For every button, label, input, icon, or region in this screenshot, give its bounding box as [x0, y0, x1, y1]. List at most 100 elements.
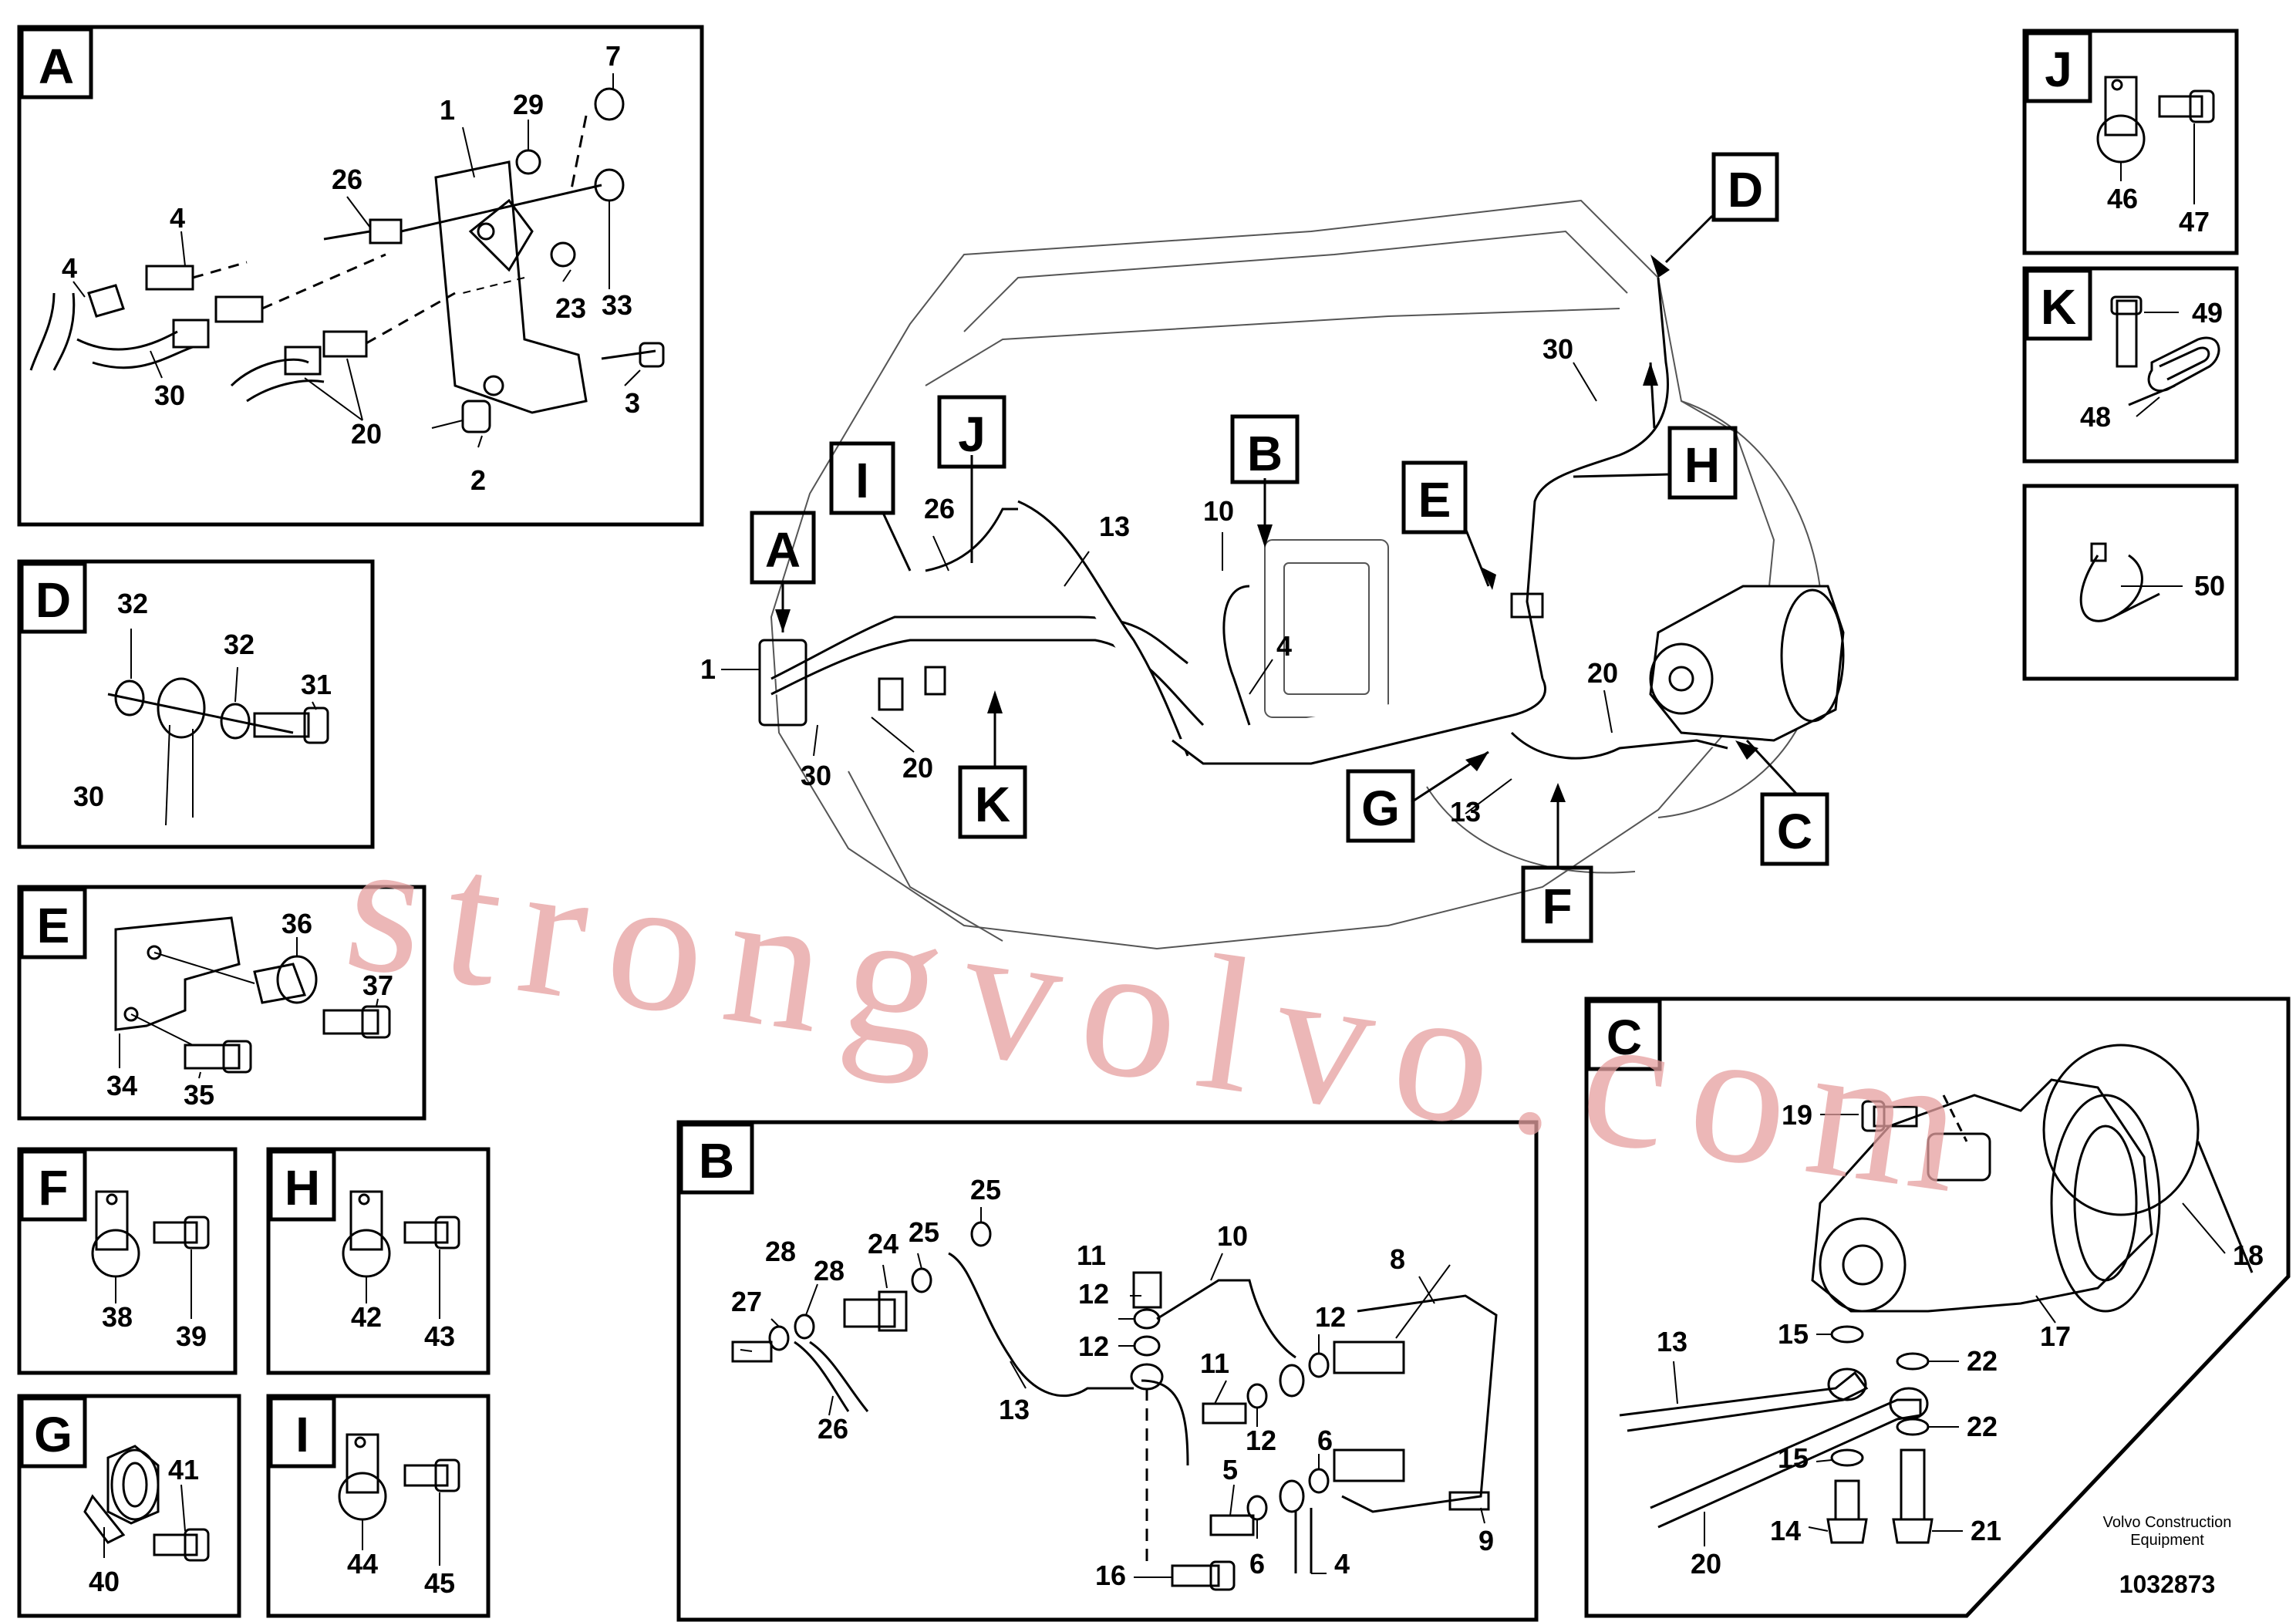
svg-text:13: 13 [1657, 1326, 1687, 1357]
svg-text:1: 1 [700, 653, 716, 685]
svg-text:48: 48 [2080, 401, 2111, 433]
view-marker-K: K [958, 765, 1027, 839]
svg-text:18: 18 [2233, 1239, 2264, 1271]
svg-text:B: B [1247, 426, 1283, 481]
svg-text:3: 3 [625, 387, 640, 419]
view-marker-E: E [1401, 460, 1468, 534]
svg-text:H: H [1684, 437, 1720, 493]
svg-text:43: 43 [424, 1320, 455, 1352]
svg-text:4: 4 [1334, 1548, 1350, 1580]
svg-text:49: 49 [2192, 297, 2223, 329]
svg-text:32: 32 [224, 629, 255, 660]
svg-text:19: 19 [1782, 1099, 1812, 1131]
footer-block: Volvo Construction Equipment 1032873 [2103, 1514, 2232, 1598]
svg-text:20: 20 [1587, 657, 1618, 689]
svg-text:20: 20 [351, 418, 382, 450]
svg-text:15: 15 [1778, 1318, 1809, 1350]
svg-text:K: K [2041, 279, 2076, 335]
svg-text:H: H [285, 1160, 320, 1216]
svg-text:12: 12 [1078, 1278, 1109, 1310]
svg-text:35: 35 [184, 1079, 214, 1111]
svg-text:11: 11 [1077, 1239, 1106, 1271]
svg-text:9: 9 [1478, 1525, 1494, 1556]
view-marker-D: D [1711, 152, 1779, 222]
svg-text:10: 10 [1203, 495, 1234, 527]
watermark: strongvolvo.com [335, 795, 1997, 1236]
engine-outline [770, 199, 1824, 950]
svg-text:37: 37 [362, 969, 393, 1001]
svg-text:13: 13 [1450, 796, 1481, 828]
svg-text:23: 23 [555, 292, 586, 324]
svg-text:44: 44 [347, 1548, 378, 1580]
view-marker-C: C [1760, 792, 1829, 866]
svg-text:31: 31 [301, 669, 332, 700]
svg-text:47: 47 [2179, 206, 2210, 238]
svg-text:30: 30 [801, 760, 831, 791]
svg-text:25: 25 [970, 1174, 1001, 1206]
svg-text:24: 24 [868, 1228, 899, 1259]
svg-text:32: 32 [117, 588, 148, 619]
svg-text:34: 34 [106, 1070, 137, 1101]
detail-view-F: F 38 39 [17, 1147, 238, 1375]
svg-text:B: B [699, 1133, 734, 1189]
svg-text:46: 46 [2107, 183, 2138, 214]
svg-text:12: 12 [1246, 1425, 1276, 1456]
svg-text:13: 13 [999, 1394, 1030, 1425]
main-view-callouts: 26 13 10 30 1 4 30 20 20 13 [700, 333, 1618, 828]
svg-text:8: 8 [1390, 1243, 1405, 1275]
view-marker-J: J [937, 395, 1006, 469]
detail-view-G: G 41 40 [17, 1394, 241, 1618]
svg-text:30: 30 [73, 781, 104, 812]
svg-text:42: 42 [351, 1301, 382, 1333]
svg-text:7: 7 [605, 40, 621, 72]
hose-routing [758, 277, 1728, 765]
svg-text:17: 17 [2040, 1320, 2071, 1352]
svg-text:25: 25 [909, 1216, 939, 1248]
svg-text:E: E [1418, 472, 1451, 528]
view-marker-G: G [1346, 769, 1415, 843]
svg-text:22: 22 [1967, 1345, 1998, 1377]
svg-text:13: 13 [1099, 511, 1130, 542]
svg-text:D: D [1728, 162, 1763, 218]
company-line-2: Equipment [2130, 1532, 2204, 1549]
svg-text:4: 4 [62, 252, 77, 284]
svg-text:6: 6 [1249, 1548, 1265, 1580]
svg-text:5: 5 [1222, 1454, 1238, 1485]
svg-text:4: 4 [1276, 630, 1292, 662]
svg-text:20: 20 [902, 752, 933, 784]
main-view-leaders [721, 214, 1799, 868]
svg-text:C: C [1777, 804, 1812, 859]
detail-view-E: E 36 37 34 35 [17, 885, 426, 1121]
svg-text:30: 30 [1542, 333, 1573, 365]
svg-text:15: 15 [1778, 1442, 1809, 1474]
svg-text:45: 45 [424, 1567, 455, 1599]
svg-text:11: 11 [1200, 1347, 1229, 1379]
svg-text:F: F [1542, 878, 1572, 934]
svg-text:28: 28 [814, 1255, 845, 1286]
detail-view-K: K 49 48 [2022, 266, 2239, 464]
svg-text:I: I [855, 453, 869, 508]
svg-text:I: I [295, 1407, 309, 1462]
svg-text:12: 12 [1315, 1301, 1346, 1333]
svg-text:G: G [1361, 781, 1400, 836]
svg-text:39: 39 [176, 1320, 207, 1352]
drawing-number: 1032873 [2119, 1570, 2216, 1598]
svg-text:4: 4 [170, 202, 185, 234]
svg-text:26: 26 [332, 164, 362, 195]
svg-text:J: J [2045, 42, 2072, 97]
detail-view-I: I 44 45 [266, 1394, 491, 1618]
main-view-markers: A I J B E D H K G C F [750, 152, 1829, 943]
detail-view-A: A [17, 25, 704, 527]
svg-text:C: C [1607, 1010, 1642, 1065]
svg-text:1: 1 [440, 94, 455, 126]
svg-text:40: 40 [89, 1566, 120, 1597]
svg-text:30: 30 [154, 379, 185, 411]
svg-text:D: D [35, 572, 71, 628]
svg-text:G: G [34, 1407, 72, 1462]
svg-text:33: 33 [602, 289, 632, 321]
svg-text:26: 26 [818, 1413, 848, 1445]
svg-text:6: 6 [1317, 1425, 1333, 1456]
svg-text:41: 41 [168, 1454, 199, 1485]
